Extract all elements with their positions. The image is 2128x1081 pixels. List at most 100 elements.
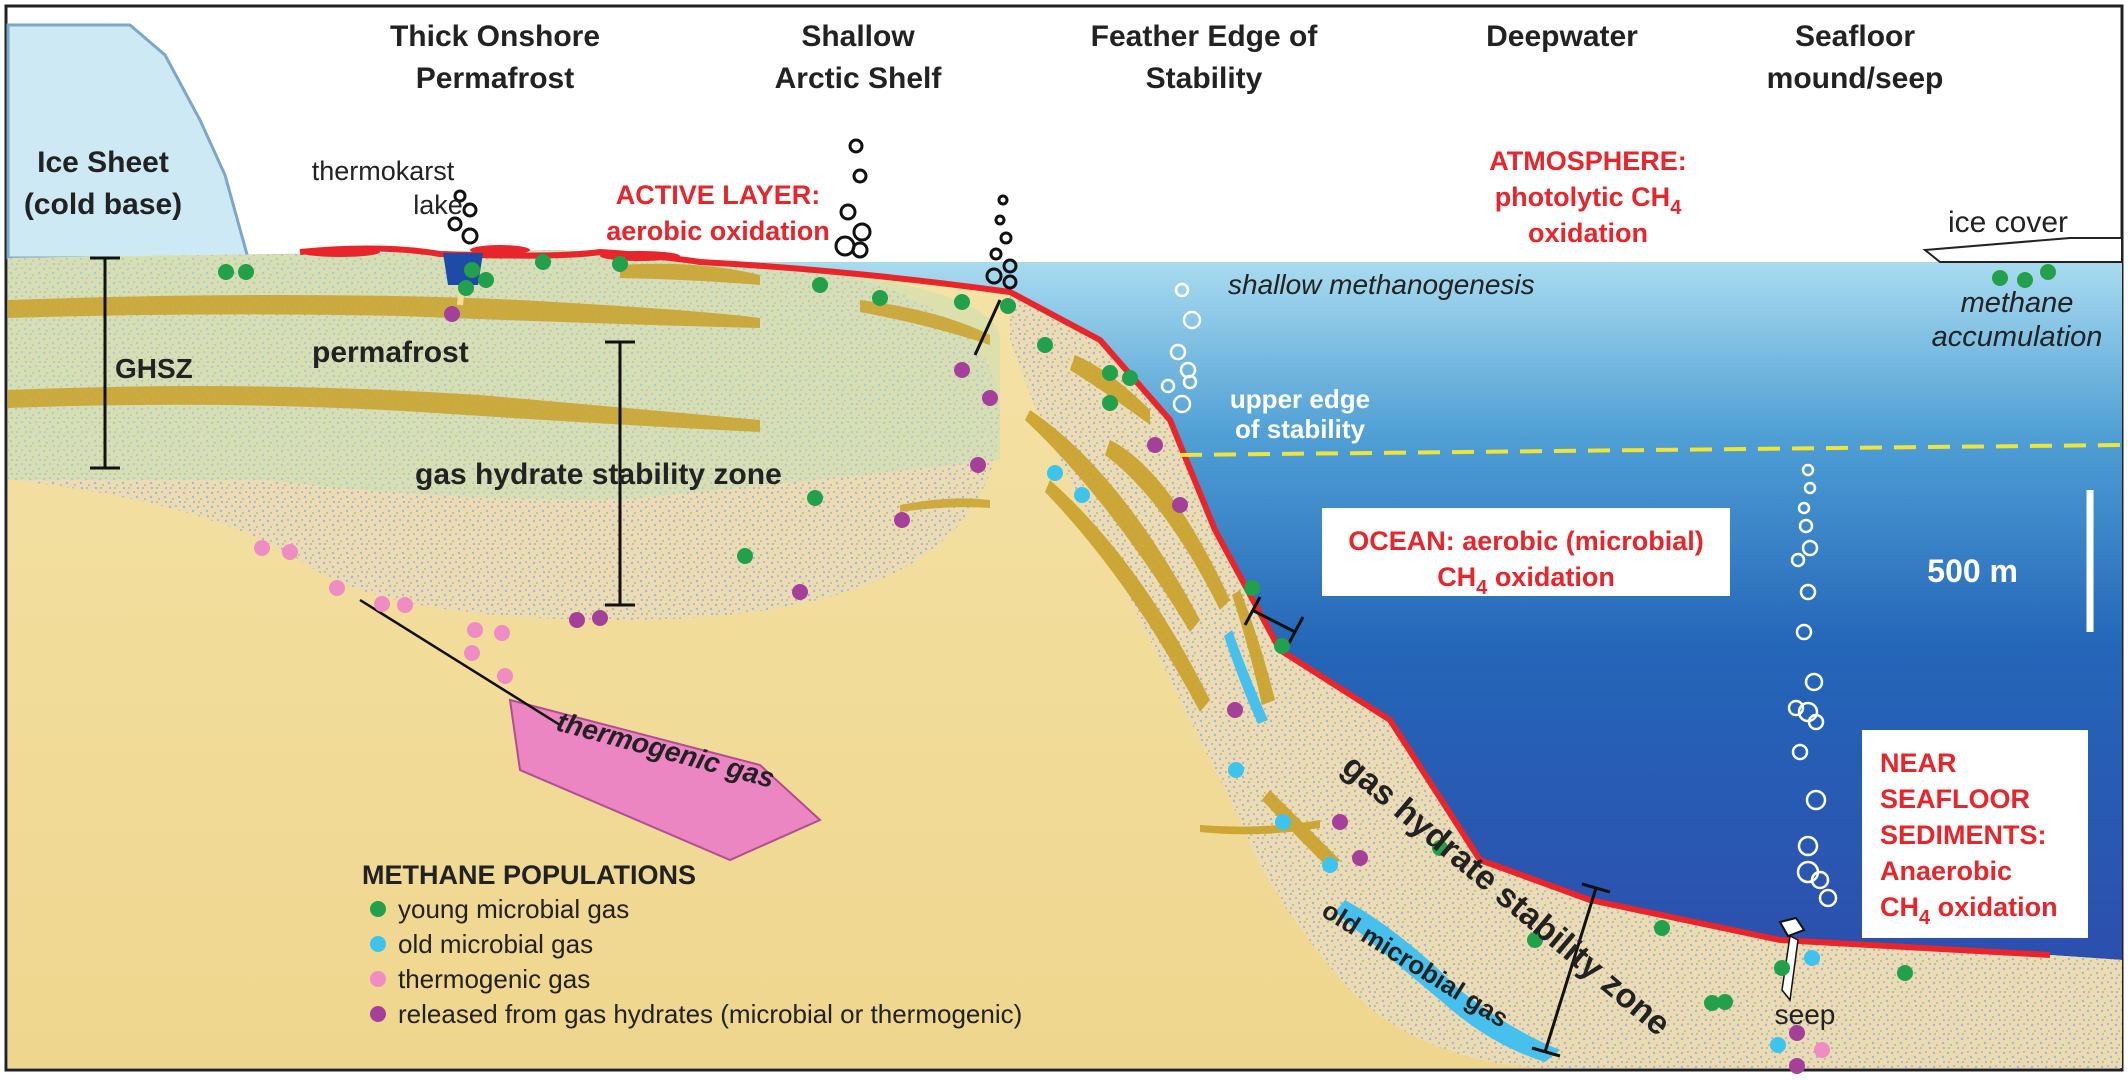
methane-dot — [1227, 702, 1243, 718]
bubble — [1810, 870, 1830, 890]
ghsz-label: GHSZ — [115, 353, 193, 384]
bubble — [447, 216, 463, 232]
onshore-ghsz-label: gas hydrate stability zone — [415, 458, 782, 491]
onshore-hydrate-zone — [8, 250, 1000, 620]
legend-swatch — [370, 971, 386, 987]
methane-dot — [1789, 1058, 1805, 1074]
legend-swatch — [370, 901, 386, 917]
scale-bar-label: 500 m — [1927, 553, 2018, 589]
methane-dot — [894, 512, 910, 528]
bubble — [852, 222, 872, 242]
legend-label: young microbial gas — [398, 894, 629, 924]
methane-dot — [2040, 264, 2056, 280]
methane-dot — [478, 272, 494, 288]
white-bubbles — [1160, 282, 1838, 908]
bubble — [839, 203, 857, 221]
methane-dot — [329, 580, 345, 596]
atmosphere-line3: oxidation — [1528, 218, 1648, 248]
shallow-methanogenesis-label: shallow methanogenesis — [1228, 269, 1535, 300]
header-onshore-line2: Permafrost — [416, 62, 574, 95]
methane-dot — [1322, 857, 1338, 873]
active-layer-line1: ACTIVE LAYER: — [616, 180, 821, 210]
methane-dot — [1352, 850, 1368, 866]
methane-dot — [1102, 395, 1118, 411]
bubble — [1182, 374, 1198, 390]
atmosphere-subscript: 4 — [1670, 197, 1682, 219]
near-seafloor-subscript: 4 — [1919, 907, 1931, 929]
methane-dot — [792, 584, 808, 600]
methane-dot — [872, 290, 888, 306]
methane-dot — [1804, 950, 1820, 966]
thermogenic-fault-line — [359, 598, 561, 727]
thermokarst-label-line1: thermokarst — [312, 156, 455, 186]
thickness-bars — [90, 256, 1611, 1058]
ice-sheet-label-line2: (cold base) — [24, 188, 182, 221]
methane-dot — [1704, 995, 1720, 1011]
legend-swatch — [370, 1006, 386, 1022]
bubble — [1797, 835, 1819, 857]
methane-dot — [1770, 1037, 1786, 1053]
near-seafloor-sink-box — [1862, 730, 2088, 938]
methane-dot — [1244, 580, 1260, 596]
methane-dot — [1122, 370, 1138, 386]
bubble — [1002, 274, 1018, 290]
header-seafloor-line2: mound/seep — [1767, 62, 1944, 95]
bubble — [1804, 672, 1824, 692]
methane-dot — [1717, 994, 1733, 1010]
ocean-sink-line1: OCEAN: aerobic (microbial) — [1348, 526, 1704, 556]
header-feather-line2: Stability — [1146, 62, 1263, 95]
bubble — [453, 189, 467, 203]
ice-sheet-label-line1: Ice Sheet — [37, 146, 169, 179]
ocean-ch: CH — [1437, 562, 1476, 592]
legend: METHANE POPULATIONS young microbial gaso… — [362, 860, 1022, 1029]
near-seafloor-oxidation: oxidation — [1930, 892, 2058, 922]
methane-dot — [569, 612, 585, 628]
bubble — [848, 138, 864, 154]
header-shelf-line2: Arctic Shelf — [775, 62, 943, 95]
methane-dot — [2017, 272, 2033, 288]
methane-dot — [970, 457, 986, 473]
legend-label: released from gas hydrates (microbial or… — [398, 999, 1022, 1029]
methane-dot — [612, 256, 628, 272]
methane-dot — [1774, 960, 1790, 976]
methane-dot — [1789, 1025, 1805, 1041]
methane-dot — [397, 597, 413, 613]
upper-edge-label-line1: upper edge — [1230, 384, 1370, 414]
ocean-oxidation: oxidation — [1487, 562, 1615, 592]
methane-dot — [1000, 298, 1016, 314]
upper-edge-label-line2: of stability — [1235, 414, 1366, 444]
methane-dot — [497, 668, 513, 684]
old-microbial-gas-strip — [1224, 630, 1268, 724]
ocean-sink-box — [1322, 508, 1730, 596]
near-seafloor-ch: CH — [1880, 892, 1919, 922]
methane-dot — [1992, 270, 2008, 286]
bubble — [1818, 888, 1838, 908]
methane-dot — [374, 596, 390, 612]
atmosphere-line1: ATMOSPHERE: — [1489, 146, 1687, 176]
header-feather-line1: Feather Edge of — [1091, 20, 1319, 53]
methane-dot — [1172, 497, 1188, 513]
atmosphere-line2: photolytic CH4 — [1495, 182, 1683, 219]
black-bubbles — [447, 138, 1018, 290]
methane-dot — [1074, 487, 1090, 503]
legend-title: METHANE POPULATIONS — [362, 860, 696, 890]
near-seafloor-line2: SEAFLOOR — [1880, 784, 2030, 814]
bubble — [1799, 583, 1817, 601]
methane-accumulation-line2: accumulation — [1932, 321, 2103, 353]
methane-dot — [1228, 762, 1244, 778]
atmosphere-ch: photolytic CH — [1495, 182, 1671, 212]
active-layer-line2: aerobic oxidation — [606, 216, 830, 246]
bubble — [997, 194, 1009, 206]
methane-dot — [458, 280, 474, 296]
permafrost-label: permafrost — [312, 336, 469, 369]
bubble — [1805, 789, 1827, 811]
methane-dot — [467, 622, 483, 638]
bubble — [1801, 539, 1819, 557]
methane-dot — [737, 548, 753, 564]
methane-dot — [254, 540, 270, 556]
seep-label: seep — [1775, 999, 1836, 1030]
bubble — [1797, 501, 1811, 515]
methane-dot — [1814, 1042, 1830, 1058]
methane-dot — [807, 490, 823, 506]
